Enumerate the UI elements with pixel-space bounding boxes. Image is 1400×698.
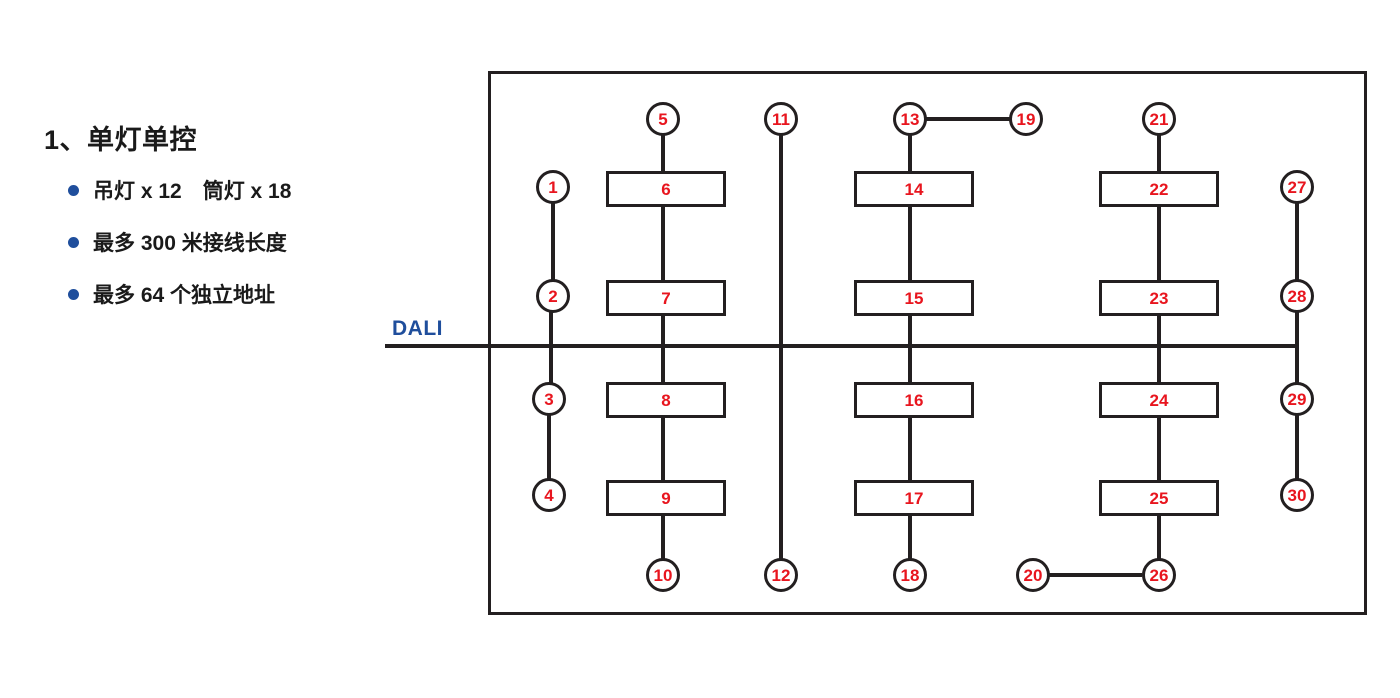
downlight-8[interactable]: 8 [606,382,726,418]
wire-segment-23-24 [1157,314,1161,384]
list-item: 吊灯 x 12 筒灯 x 18 [68,175,370,205]
room-boundary-box [488,71,1367,615]
wire-segment-21-22 [1157,134,1161,172]
downlight-14[interactable]: 14 [854,171,974,207]
downlight-15[interactable]: 15 [854,280,974,316]
wire-segment-27-28 [1295,202,1299,298]
pendant-light-1[interactable]: 1 [536,170,570,204]
pendant-light-11[interactable]: 11 [764,102,798,136]
wire-segment-13-14 [908,134,912,172]
pendant-light-21[interactable]: 21 [1142,102,1176,136]
pendant-light-4[interactable]: 4 [532,478,566,512]
list-item: 最多 300 米接线长度 [68,227,370,257]
bullet-dot-icon [68,184,79,196]
list-item-label: 最多 300 米接线长度 [93,232,287,255]
pendant-light-12[interactable]: 12 [764,558,798,592]
wire-segment-17-18 [908,514,912,560]
bullet-dot-icon [68,236,79,248]
downlight-9[interactable]: 9 [606,480,726,516]
wire-segment-9-10 [661,514,665,560]
wire-segment-28-29 [1295,311,1299,387]
wire-segment-15-16 [908,314,912,384]
pendant-light-20[interactable]: 20 [1016,558,1050,592]
pendant-light-30[interactable]: 30 [1280,478,1314,512]
pendant-light-18[interactable]: 18 [893,558,927,592]
downlight-22[interactable]: 22 [1099,171,1219,207]
pendant-light-10[interactable]: 10 [646,558,680,592]
wire-segment-7-8 [661,314,665,384]
page-title: 1、单灯单控 [44,125,198,155]
pendant-light-27[interactable]: 27 [1280,170,1314,204]
pendant-light-28[interactable]: 28 [1280,279,1314,313]
wire-segment-14-15 [908,205,912,283]
wire-segment-8-9 [661,416,665,482]
pendant-light-3[interactable]: 3 [532,382,566,416]
pendant-light-13[interactable]: 13 [893,102,927,136]
wire-segment-1-2 [551,200,555,300]
downlight-7[interactable]: 7 [606,280,726,316]
info-panel: 1、单灯单控 吊灯 x 12 筒灯 x 18 最多 300 米接线长度 最多 6… [40,118,370,331]
list-item: 最多 64 个独立地址 [68,279,370,309]
downlight-25[interactable]: 25 [1099,480,1219,516]
wire-segment-16-17 [908,416,912,482]
pendant-light-2[interactable]: 2 [536,279,570,313]
dali-bus-line [385,344,1299,348]
downlight-24[interactable]: 24 [1099,382,1219,418]
wire-segment-11-12 [779,134,783,560]
downlight-17[interactable]: 17 [854,480,974,516]
wire-segment-24-25 [1157,416,1161,482]
pendant-light-29[interactable]: 29 [1280,382,1314,416]
bullet-dot-icon [68,288,79,300]
wire-segment-13-19 [926,117,1012,121]
list-item-label: 吊灯 x 12 筒灯 x 18 [93,180,292,203]
pendant-light-26[interactable]: 26 [1142,558,1176,592]
wire-segment-25-26 [1157,514,1161,560]
pendant-light-19[interactable]: 19 [1009,102,1043,136]
wire-segment-22-23 [1157,205,1161,283]
downlight-6[interactable]: 6 [606,171,726,207]
wire-segment-3-4 [547,412,551,484]
wire-segment-2-3 [549,309,553,387]
wire-segment-20-26 [1049,573,1142,577]
list-item-label: 最多 64 个独立地址 [93,284,276,307]
wire-segment-6-7 [661,205,665,283]
dali-bus-label: DALI [392,317,443,340]
pendant-light-5[interactable]: 5 [646,102,680,136]
downlight-23[interactable]: 23 [1099,280,1219,316]
wire-segment-5-6 [661,134,665,172]
wire-segment-29-30 [1295,414,1299,482]
downlight-16[interactable]: 16 [854,382,974,418]
